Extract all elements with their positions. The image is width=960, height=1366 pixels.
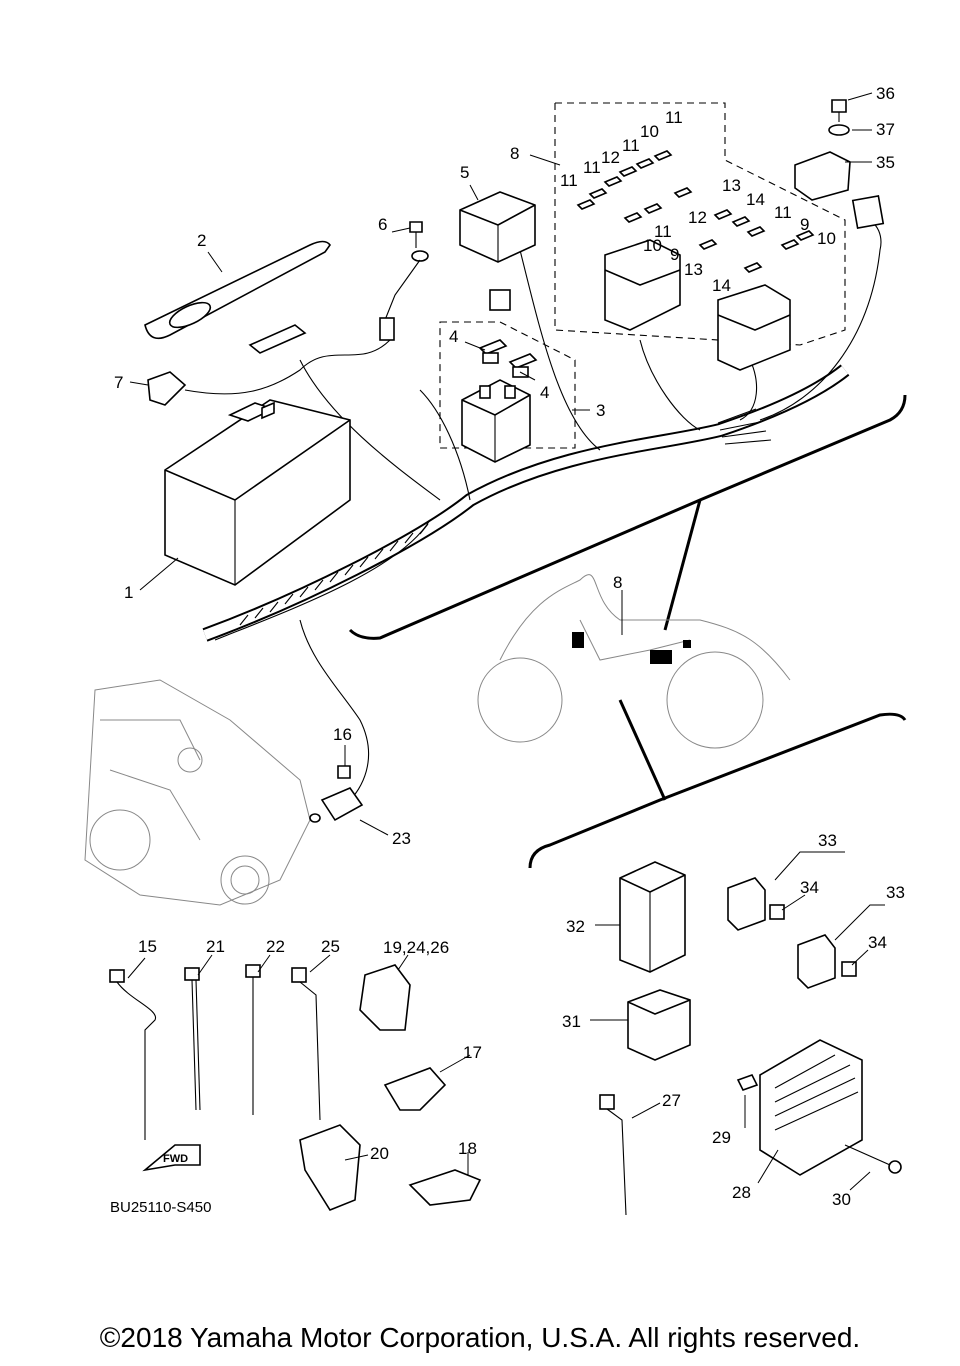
callout-22: 22 xyxy=(266,937,285,956)
callout-18: 18 xyxy=(458,1139,477,1158)
callout-15: 15 xyxy=(138,937,157,956)
battery xyxy=(164,399,351,586)
relay-32 xyxy=(619,861,686,973)
motorcycle-silhouette xyxy=(477,574,791,749)
callout-9a: 9 xyxy=(670,245,679,264)
callout-labels: 1 2 3 4 4 5 6 7 8 8 9 9 10 10 10 11 11 1… xyxy=(114,84,905,1209)
cable-tie-27 xyxy=(599,1094,627,1216)
engine-block xyxy=(84,679,311,906)
clamp-17 xyxy=(383,1067,447,1111)
callout-3: 3 xyxy=(596,401,605,420)
callout-28: 28 xyxy=(732,1183,751,1202)
connector-33b xyxy=(797,934,857,989)
relay-31 xyxy=(627,989,691,1061)
callout-1: 1 xyxy=(124,583,133,602)
callout-33a: 33 xyxy=(818,831,837,850)
fuse-box-right xyxy=(717,284,791,371)
callout-36: 36 xyxy=(876,84,895,103)
rectifier-regulator xyxy=(736,1039,902,1176)
callout-34b: 34 xyxy=(868,933,887,952)
callout-21: 21 xyxy=(206,937,225,956)
callout-16: 16 xyxy=(333,725,352,744)
starter-relay-outline xyxy=(439,321,576,449)
callout-4a: 4 xyxy=(449,327,458,346)
drawing-code: BU25110-S450 xyxy=(110,1199,211,1216)
callout-23: 23 xyxy=(392,829,411,848)
callout-5: 5 xyxy=(460,163,469,182)
sensor-23 xyxy=(309,765,364,823)
copyright-notice: ©2018 Yamaha Motor Corporation, U.S.A. A… xyxy=(99,1322,861,1353)
callout-34a: 34 xyxy=(800,878,819,897)
callout-27: 27 xyxy=(662,1091,681,1110)
callout-31: 31 xyxy=(562,1012,581,1031)
callout-11e: 11 xyxy=(654,222,672,241)
callout-8b: 8 xyxy=(613,573,622,592)
fuse-box-left xyxy=(604,239,681,331)
callout-32: 32 xyxy=(566,917,585,936)
clamp-19-24-26 xyxy=(359,964,411,1031)
cable-tie-21 xyxy=(184,967,201,1111)
callout-12a: 12 xyxy=(601,148,620,167)
wire-harness xyxy=(184,218,882,801)
callout-4b: 4 xyxy=(540,383,549,402)
callout-14b: 14 xyxy=(712,276,731,295)
callout-33b: 33 xyxy=(886,883,905,902)
battery-terminal-cover xyxy=(147,371,187,406)
starter-relay xyxy=(461,379,531,463)
callout-11f: 11 xyxy=(774,203,792,222)
callout-20: 20 xyxy=(370,1144,389,1163)
callout-30: 30 xyxy=(832,1190,851,1209)
callout-8a: 8 xyxy=(510,144,519,163)
fuse-4a xyxy=(478,339,508,364)
relay-5 xyxy=(459,191,536,311)
callout-7: 7 xyxy=(114,373,123,392)
callout-2: 2 xyxy=(197,231,206,250)
callout-11d: 11 xyxy=(560,171,578,190)
cable-tie-25 xyxy=(291,967,321,1121)
sensor-35 xyxy=(794,99,885,229)
wire-clip-harness xyxy=(248,324,307,420)
clamp-20 xyxy=(299,1124,361,1211)
callout-35: 35 xyxy=(876,153,895,172)
fuse-box-outline xyxy=(554,102,846,346)
callout-6: 6 xyxy=(378,215,387,234)
section-divider-lower xyxy=(528,712,907,869)
callout-10a: 10 xyxy=(640,122,659,141)
bolt-6 xyxy=(379,221,429,341)
section-divider-upper xyxy=(348,394,907,640)
callout-10c: 10 xyxy=(817,229,836,248)
callout-11a: 11 xyxy=(665,108,683,127)
callout-9b: 9 xyxy=(800,215,809,234)
callout-29: 29 xyxy=(712,1128,731,1147)
cable-tie-22 xyxy=(245,964,261,1115)
battery-band xyxy=(144,240,331,340)
fwd-arrow: FWD xyxy=(142,1144,201,1172)
callout-14a: 14 xyxy=(746,190,765,209)
clamp-18 xyxy=(408,1169,482,1206)
callout-10b: 10 xyxy=(643,236,662,255)
leader-lines xyxy=(127,92,885,1191)
callout-13a: 13 xyxy=(722,176,741,195)
callout-17: 17 xyxy=(463,1043,482,1062)
mini-fuses xyxy=(576,150,815,273)
callout-37: 37 xyxy=(876,120,895,139)
callout-12b: 12 xyxy=(688,208,707,227)
callout-19-24-26: 19,24,26 xyxy=(383,938,449,957)
callout-25: 25 xyxy=(321,937,340,956)
callout-13b: 13 xyxy=(684,260,703,279)
callout-11b: 11 xyxy=(622,136,640,155)
cable-tie-15 xyxy=(109,969,156,1140)
callout-11c: 11 xyxy=(583,158,601,177)
fwd-label: FWD xyxy=(163,1153,188,1165)
connector-33a xyxy=(727,877,785,931)
